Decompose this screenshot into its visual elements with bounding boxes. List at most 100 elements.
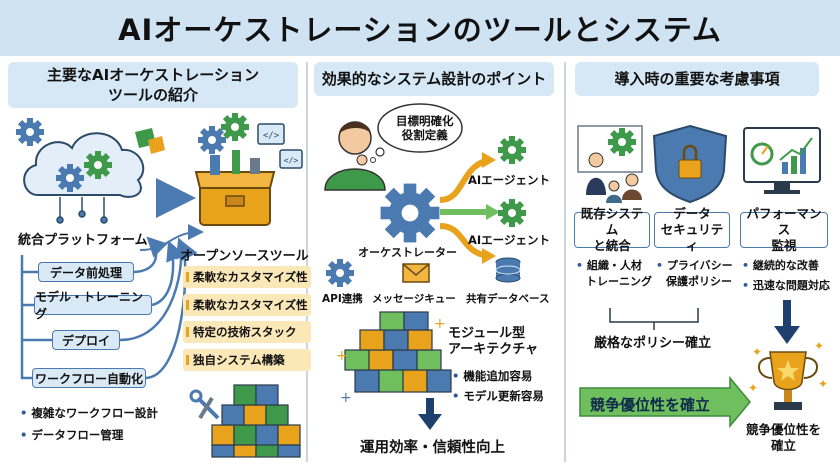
policy-label: 厳格なポリシー確立	[594, 336, 712, 351]
component-label: メッセージキュー	[372, 293, 456, 305]
feature-item: 独自システム構築	[183, 349, 311, 371]
gear-icon	[221, 113, 249, 141]
card-title-line: 既存システム	[580, 206, 644, 237]
trophy-label-line: 競争優位性を	[746, 422, 822, 437]
step-workflow-automation: ワークフロー自動化	[32, 368, 146, 388]
step-data-preprocessing: データ前処理	[38, 262, 134, 282]
card-title-line: 監視	[771, 238, 797, 253]
cloud-icon	[23, 132, 145, 198]
svg-text:✦: ✦	[818, 377, 828, 391]
flag-icon	[148, 136, 165, 154]
orchestrator-gear-icon	[380, 183, 440, 243]
column-divider	[306, 62, 308, 462]
security-shield-icon	[652, 124, 728, 204]
envelope-icon	[402, 263, 430, 283]
feature-item: 特定の技術スタック	[183, 321, 311, 343]
platform-label: 統合プラットフォーム	[18, 233, 148, 248]
trophy-icon	[758, 351, 818, 410]
modular-cubes-icon	[344, 311, 452, 393]
svg-text:</>: </>	[263, 131, 280, 141]
modular-bullet: 機能追加容易	[452, 368, 532, 384]
code-window-icon: </>	[279, 149, 303, 169]
arrow-icon	[439, 223, 489, 259]
trophy-label: 競争優位性を 確立	[746, 422, 821, 454]
toolbox-icon	[194, 150, 276, 226]
svg-text:</>: </>	[284, 156, 299, 165]
trophy-label-line: 確立	[771, 438, 797, 453]
feature-item: 柔軟なカスタマイズ性	[183, 266, 311, 288]
card-title-line: データ	[673, 206, 711, 221]
left-header-line2: ツールの紹介	[107, 86, 198, 104]
gear-icon	[198, 126, 226, 154]
thought-line: 役割定義	[401, 128, 448, 142]
sparkle-icon: +	[340, 390, 352, 406]
thought-line: 目標明確化	[396, 114, 454, 128]
right-column-header: 導入時の重要な考慮事項	[575, 62, 819, 96]
opensource-label: オープンソースツール	[180, 249, 309, 264]
svg-text:✦: ✦	[752, 345, 762, 359]
step-model-training: モデル・トレーニング	[34, 290, 152, 321]
bracket-lines	[609, 308, 699, 330]
thought-text: 目標明確化 役割定義	[396, 114, 454, 142]
gear-icon	[498, 199, 526, 227]
modular-title: モジュール型 アーキテクチャ	[448, 326, 538, 358]
thought-bubble	[370, 103, 463, 163]
modular-title-line: モジュール型	[448, 326, 526, 341]
arrow-down-icon	[774, 326, 800, 344]
gear-icon	[84, 151, 112, 179]
gear-icon	[56, 164, 84, 192]
big-arrow	[579, 375, 751, 429]
presentation-icon	[577, 125, 643, 203]
svg-text:+: +	[434, 316, 446, 332]
card-title-integration: 既存システム と統合	[574, 206, 650, 253]
card-bullet: 迅速な問題対応	[742, 277, 830, 293]
card-bullet: 継続的な改善	[742, 257, 819, 273]
card-bullet-cont: トレーニング	[586, 275, 652, 288]
result-label: 運用効率・信頼性向上	[360, 440, 505, 456]
component-label: 共有データベース	[466, 293, 550, 305]
person-thinking-icon	[324, 121, 386, 191]
flow-lines	[20, 255, 52, 380]
arrow-down-icon	[418, 414, 442, 430]
svg-text:+: +	[336, 348, 348, 364]
sparkle-icon: ++	[336, 316, 446, 364]
arrow-icon	[439, 157, 491, 203]
code-window-icon: </>	[257, 123, 285, 145]
page-title: AIオーケストレーションのツールとシステム	[118, 13, 722, 47]
left-bullet: データフロー管理	[20, 427, 123, 443]
card-title-line: セキュリティ	[660, 222, 724, 253]
step-deploy: デプロイ	[52, 330, 120, 350]
blocks-icon	[211, 384, 301, 458]
card-bullet-cont: 保護ポリシー	[666, 275, 732, 288]
card-title-line: と統合	[593, 238, 631, 253]
gear-icon	[326, 259, 354, 287]
orchestrator-label: オーケストレーター	[358, 246, 457, 259]
card-title-monitoring: パフォーマンス 監視	[740, 206, 828, 253]
wrench-icon	[189, 389, 220, 420]
card-title-security: データ セキュリティ	[654, 206, 730, 253]
card-bullet: 組織・人材	[576, 257, 642, 273]
cloud-connectors	[56, 197, 108, 224]
left-column-header: 主要なAIオーケストレーション ツールの紹介	[8, 62, 298, 108]
middle-column-header: 効果的なシステム設計のポイント	[314, 62, 554, 96]
svg-text:✦: ✦	[748, 381, 758, 395]
card-bullet: プライバシー	[656, 257, 733, 273]
feature-item: 柔軟なカスタマイズ性	[183, 294, 311, 316]
column-divider	[564, 62, 566, 462]
left-bullet: 複雑なワークフロー設計	[20, 405, 158, 421]
gear-icon	[16, 118, 44, 146]
big-arrow-label: 競争優位性を確立	[590, 396, 711, 414]
left-header-line1: 主要なAIオーケストレーション	[47, 66, 259, 84]
sparkle-icon: ✦ ✦ ✦ ✦	[748, 339, 828, 395]
monitor-chart-icon	[743, 127, 821, 194]
title-banner: AIオーケストレーションのツールとシステム	[0, 0, 840, 56]
agent-label: AIエージェント	[468, 233, 550, 247]
agent-label: AIエージェント	[468, 173, 550, 187]
modular-title-line: アーキテクチャ	[448, 342, 539, 357]
gear-icon	[498, 136, 526, 164]
modular-bullet: モデル更新容易	[452, 388, 544, 404]
component-label: API連携	[322, 293, 363, 305]
svg-text:✦: ✦	[814, 339, 824, 353]
database-icon	[495, 257, 521, 283]
